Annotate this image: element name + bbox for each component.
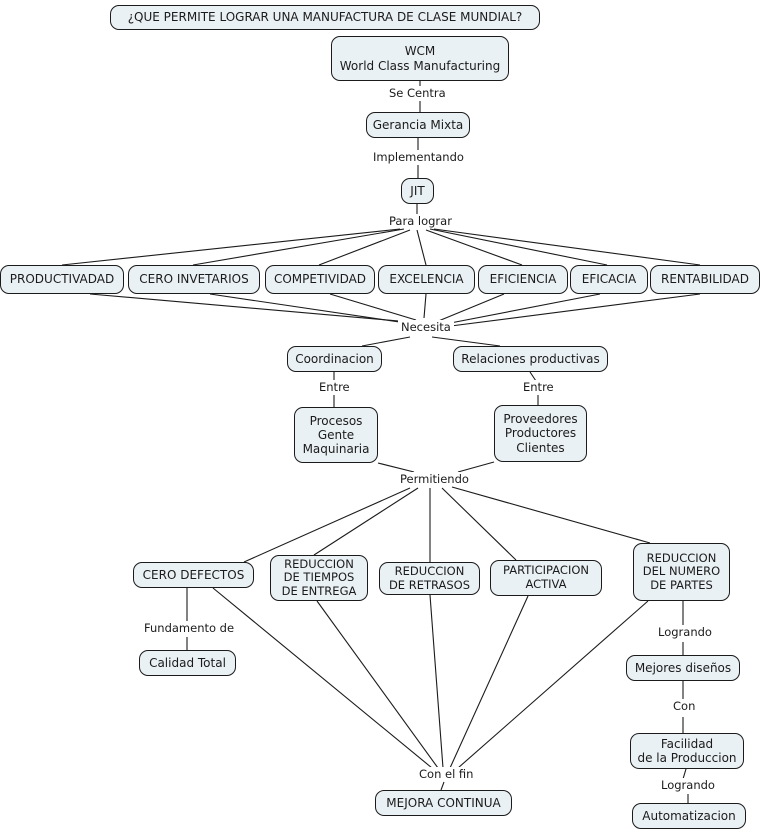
link-label-permitiendo: Permitiendo: [397, 472, 472, 486]
link-label-implementando: Implementando: [370, 150, 467, 164]
link-label-entre-izquierda: Entre: [316, 380, 353, 394]
link-label-necesita: Necesita: [398, 320, 454, 334]
node-reduccion-retrasos[interactable]: REDUCCION DE RETRASOS: [379, 562, 480, 595]
node-mejora-continua[interactable]: MEJORA CONTINUA: [375, 790, 512, 816]
node-facilidad-produccion[interactable]: Facilidad de la Produccion: [630, 733, 744, 769]
node-excelencia[interactable]: EXCELENCIA: [378, 265, 475, 294]
node-cero-defectos[interactable]: CERO DEFECTOS: [133, 562, 254, 588]
node-wcm[interactable]: WCM World Class Manufacturing: [331, 36, 509, 81]
node-relaciones-productivas[interactable]: Relaciones productivas: [453, 346, 608, 372]
node-proveedores-productores-clientes[interactable]: Proveedores Productores Clientes: [494, 405, 587, 462]
node-rentabilidad[interactable]: RENTABILIDAD: [650, 265, 760, 294]
node-calidad-total[interactable]: Calidad Total: [139, 650, 236, 676]
node-reduccion-tiempos-entrega[interactable]: REDUCCION DE TIEMPOS DE ENTREGA: [270, 555, 368, 601]
link-label-para-lograr: Para lograr: [386, 214, 455, 228]
link-label-logrando-2: Logrando: [658, 778, 718, 792]
node-procesos-gente-maquinaria[interactable]: Procesos Gente Maquinaria: [294, 407, 378, 463]
link-label-se-centra: Se Centra: [386, 86, 449, 100]
link-label-con: Con: [670, 699, 699, 713]
node-title[interactable]: ¿QUE PERMITE LOGRAR UNA MANUFACTURA DE C…: [110, 5, 540, 30]
node-jit[interactable]: JIT: [401, 178, 434, 204]
node-coordinacion[interactable]: Coordinacion: [287, 346, 382, 372]
node-cero-inventarios[interactable]: CERO INVETARIOS: [128, 265, 260, 294]
node-gerancia-mixta[interactable]: Gerancia Mixta: [366, 112, 470, 138]
node-reduccion-numero-partes[interactable]: REDUCCION DEL NUMERO DE PARTES: [633, 543, 730, 601]
node-competividad[interactable]: COMPETIVIDAD: [265, 265, 375, 294]
node-productividad[interactable]: PRODUCTIVADAD: [0, 265, 124, 294]
node-eficacia[interactable]: EFICACIA: [570, 265, 648, 294]
node-mejores-disenos[interactable]: Mejores diseños: [626, 655, 740, 681]
link-label-fundamento-de: Fundamento de: [141, 621, 238, 635]
node-participacion-activa[interactable]: PARTICIPACION ACTIVA: [490, 560, 602, 596]
link-label-logrando-1: Logrando: [655, 625, 715, 639]
node-automatizacion[interactable]: Automatizacion: [632, 803, 746, 829]
link-label-con-el-fin: Con el fin: [416, 767, 477, 781]
node-eficiencia[interactable]: EFICIENCIA: [478, 265, 568, 294]
link-label-entre-derecha: Entre: [520, 380, 557, 394]
